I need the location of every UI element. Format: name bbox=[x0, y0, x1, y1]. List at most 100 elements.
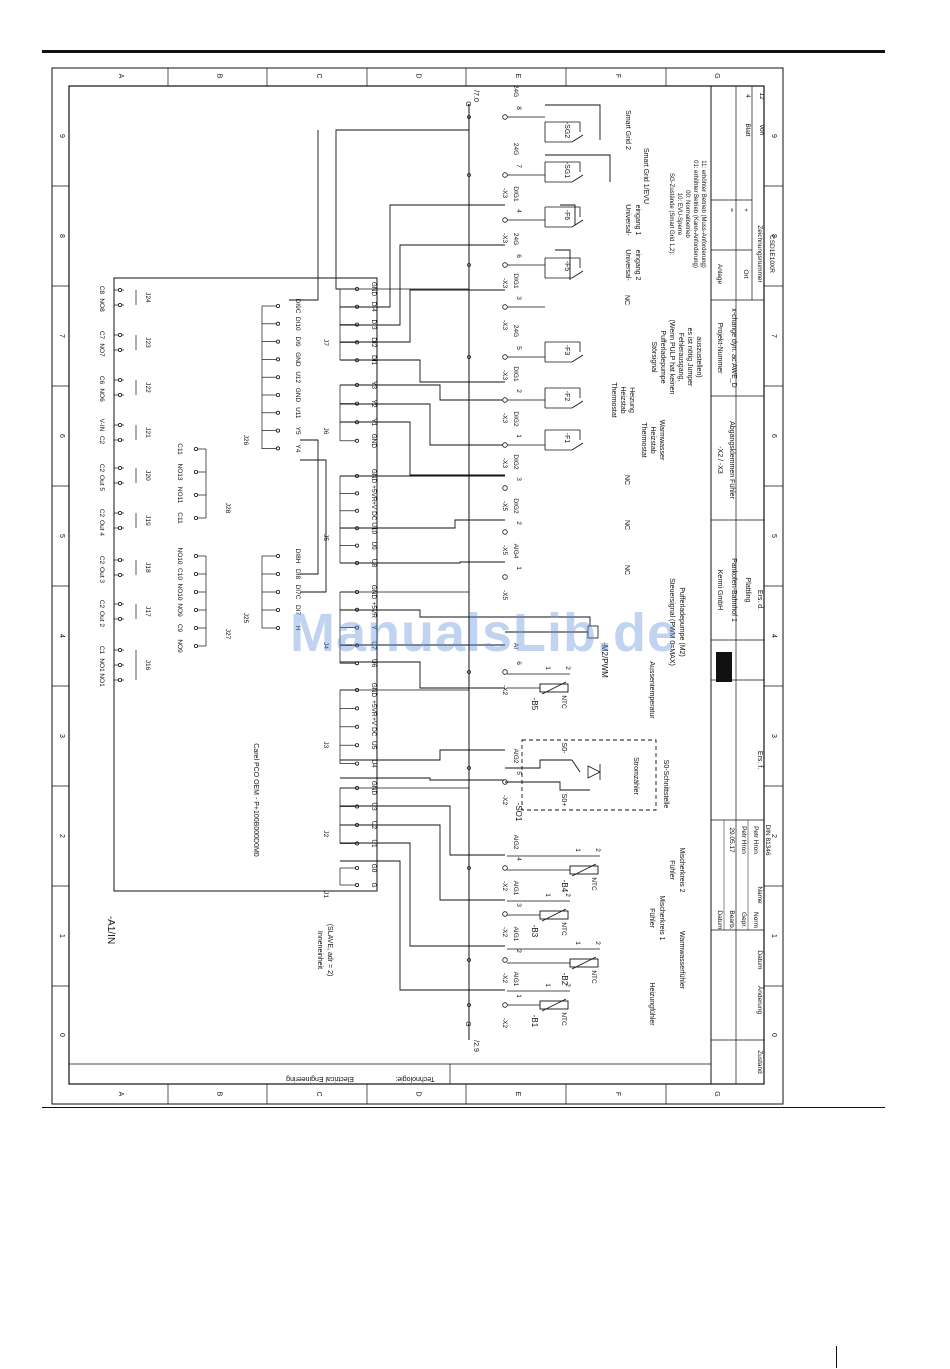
terminal-strip-name: -X3 bbox=[501, 320, 508, 331]
blatt-value: 4 bbox=[744, 94, 751, 98]
cross-ref-top: /7.0 bbox=[472, 90, 479, 102]
bottom-rule bbox=[42, 1107, 885, 1108]
grid-column-top: A bbox=[117, 74, 124, 79]
wires bbox=[289, 104, 545, 1040]
j28-pin-label: C11 bbox=[176, 443, 183, 455]
stoersignal-line: auszustellen) bbox=[695, 336, 702, 377]
left-pin-label: C1 bbox=[98, 646, 105, 655]
fuehler-mk2-line: Fühler bbox=[668, 860, 675, 881]
change-datum-label: Datum bbox=[756, 950, 763, 969]
j28-id: J28 bbox=[224, 503, 231, 514]
ort-label: Ort bbox=[742, 269, 749, 278]
norm-label: Norm bbox=[752, 912, 759, 928]
grid-row-left: 2 bbox=[58, 834, 65, 838]
terminal-strip-name: -X2 bbox=[501, 1018, 508, 1029]
controller-unit-address: (SLAVE, adr = 2) bbox=[326, 924, 333, 977]
grid-row-right: 1 bbox=[770, 934, 777, 938]
s0-schnittstelle: S0-Schnittstelle bbox=[662, 760, 669, 809]
bearb-label: Bearb. bbox=[728, 910, 735, 929]
change-name-label: Name bbox=[756, 886, 763, 904]
left-pin-terminal bbox=[118, 602, 123, 607]
grid-row-left: 0 bbox=[58, 1033, 65, 1037]
wire-run bbox=[340, 244, 505, 326]
grid-row-left: 1 bbox=[58, 934, 65, 938]
right-pin-terminal bbox=[354, 761, 359, 766]
terminal-strip-name: -X3 bbox=[501, 370, 508, 381]
ers-f: Ers. f. bbox=[756, 751, 763, 769]
j27-pin-label: NO9 bbox=[176, 603, 183, 617]
left-pin-label: NO1 bbox=[98, 673, 105, 687]
terminal-number: 1 bbox=[515, 566, 522, 570]
wire-run bbox=[340, 609, 505, 618]
m2-pwm-label: -M2/PWM bbox=[600, 642, 609, 678]
terminal-signal: AI bbox=[512, 643, 519, 649]
right-connector-id: J4 bbox=[322, 642, 329, 649]
controller-device-id: -A1/IN bbox=[105, 916, 116, 944]
ntc-pin-1: 1 bbox=[574, 941, 581, 945]
left-pin-label: C2 bbox=[98, 556, 105, 565]
left-pin-label: C2 bbox=[98, 464, 105, 473]
left-pin-label: C8 bbox=[98, 286, 105, 295]
left-pin-terminal bbox=[118, 422, 123, 427]
grid-column-bottom: A bbox=[117, 1092, 124, 1097]
s0-meter: Stromzähler bbox=[632, 757, 639, 795]
grid-row-left: 3 bbox=[58, 734, 65, 738]
bus-junction bbox=[467, 766, 471, 770]
terminal-strip-name: -X2 bbox=[501, 973, 508, 984]
right-pin-label: +V DC bbox=[370, 501, 377, 521]
right-pin-terminal bbox=[354, 543, 359, 548]
terminal bbox=[502, 669, 508, 675]
terminal-number: 4 bbox=[515, 857, 522, 861]
right-pin-label: U4 bbox=[370, 759, 377, 768]
bus-junction bbox=[467, 355, 471, 359]
terminal-strip-name: -X5 bbox=[501, 501, 508, 512]
ground-label-bottom: G bbox=[464, 1021, 471, 1026]
not-connected: NC bbox=[623, 565, 630, 575]
ntc-slash bbox=[541, 681, 567, 695]
left-pin-terminal bbox=[118, 617, 123, 622]
terminal-number: 2 bbox=[515, 389, 522, 393]
grid-row-right: 0 bbox=[770, 1033, 777, 1037]
j26-pin-label: U11 bbox=[294, 407, 301, 419]
f2-contact: -F2 bbox=[563, 391, 570, 402]
grid-row-right: 7 bbox=[770, 334, 777, 338]
j27-pin-terminal bbox=[193, 590, 198, 595]
left-pin-label: Out 3 bbox=[98, 567, 105, 583]
terminal bbox=[502, 262, 508, 268]
terminal-signal: AIG4 bbox=[512, 544, 519, 559]
terminal-signal: AIG1 bbox=[512, 972, 519, 987]
terminal bbox=[502, 865, 508, 871]
sg-state-line: 01: erhöhter Betrieb (Kann-Anforderung) bbox=[692, 160, 698, 268]
wire-run bbox=[340, 403, 505, 446]
j25-pin-terminal bbox=[275, 554, 280, 559]
j28-pin-label: NO11 bbox=[176, 487, 183, 504]
wire-run bbox=[340, 777, 505, 781]
terminal-number: 5 bbox=[515, 346, 522, 350]
bearb-value: Petr Hron bbox=[740, 826, 747, 854]
j27-pin-label: C9 bbox=[176, 624, 183, 633]
j25-pin-label: DI7C bbox=[294, 585, 301, 600]
title-subheading: Abgangsklemmen Fühler bbox=[728, 421, 735, 499]
left-connector-id: J23 bbox=[144, 337, 151, 348]
terminal-number: 2 bbox=[515, 949, 522, 953]
terminal-number: 6 bbox=[515, 254, 522, 258]
ntc-label: NTC bbox=[590, 877, 597, 891]
ntc-pin-1: 1 bbox=[544, 983, 551, 987]
j28-pin-terminal bbox=[193, 516, 198, 521]
wire-run bbox=[340, 519, 505, 529]
right-pin-label: +5VR bbox=[370, 485, 377, 502]
contact-blade bbox=[571, 354, 584, 363]
j28-pin-label: C11 bbox=[176, 512, 183, 524]
f6-return bbox=[560, 204, 576, 225]
ntc-slash bbox=[571, 863, 597, 877]
terminal-signal: AIG2 bbox=[512, 835, 519, 850]
j25-pin-terminal bbox=[275, 608, 280, 613]
s0-minus: S0- bbox=[560, 743, 567, 755]
sheet-frame bbox=[51, 67, 784, 1105]
right-pin-label: U5 bbox=[370, 741, 377, 750]
norm-value: DIN 81346 bbox=[764, 824, 771, 855]
sg1-contact: -SG1 bbox=[563, 162, 570, 178]
grid-row-left: 9 bbox=[58, 134, 65, 138]
j28-pin-label: NO13 bbox=[176, 464, 183, 481]
